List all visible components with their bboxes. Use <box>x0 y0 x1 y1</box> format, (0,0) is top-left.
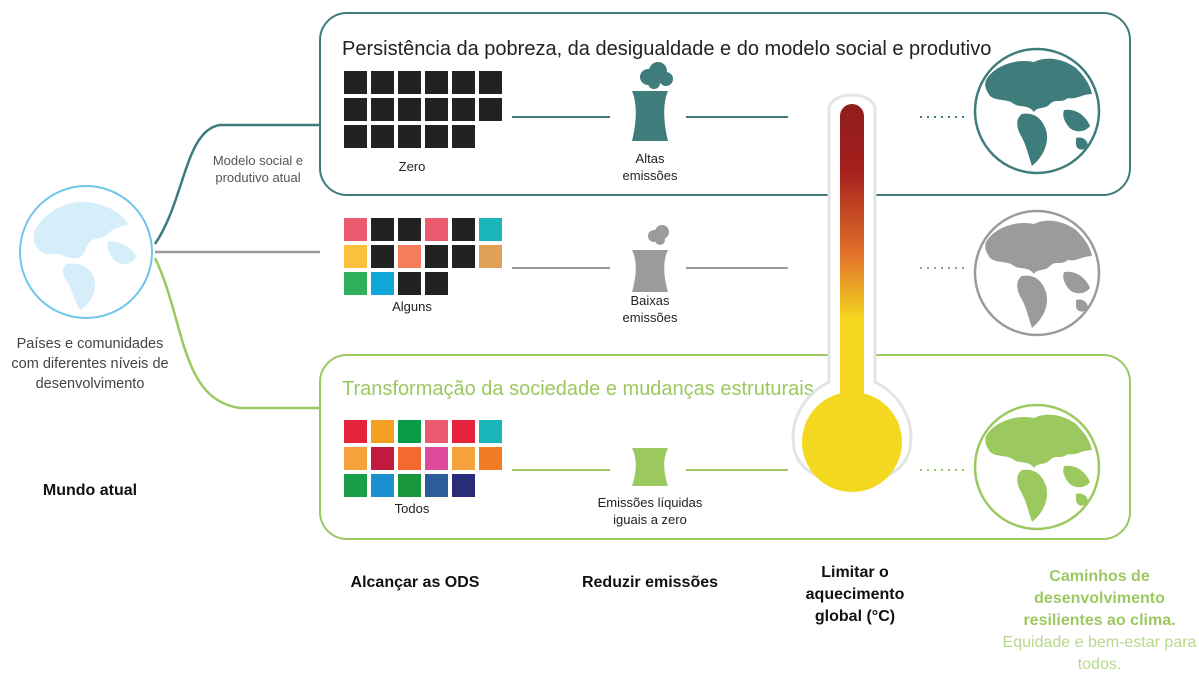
current-world-description: Países e comunidades com diferentes níve… <box>11 336 169 392</box>
sdg-tile <box>425 71 448 94</box>
sdg-tile <box>398 447 421 470</box>
sdg-tile <box>398 272 421 295</box>
sdg-tile <box>371 420 394 443</box>
sdg-tile <box>344 218 367 241</box>
sdg-tile <box>398 218 421 241</box>
sdg-label-all: Todos <box>394 501 430 516</box>
sdg-tile <box>398 98 421 121</box>
emission-label-low: Baixas emissões <box>622 293 678 325</box>
sdg-tile <box>425 272 448 295</box>
sdg-tile <box>344 474 367 497</box>
sdg-tile <box>452 447 475 470</box>
sdg-label-zero: Zero <box>398 159 426 174</box>
sdg-tile <box>479 447 502 470</box>
sdg-tile <box>371 71 394 94</box>
sdg-tile <box>398 125 421 148</box>
bottom-label-pathways-sub: Equidade e bem-estar para todos. <box>1002 634 1197 673</box>
sdg-tile <box>479 218 502 241</box>
sdg-tile <box>398 245 421 268</box>
sdg-tile <box>425 474 448 497</box>
sdg-tile <box>452 474 475 497</box>
sdg-tile <box>425 125 448 148</box>
sdg-label-some: Alguns <box>392 299 432 314</box>
globe-net-zero <box>973 403 1101 531</box>
sdg-tile <box>452 98 475 121</box>
sdg-tile <box>371 218 394 241</box>
sdg-tile <box>425 447 448 470</box>
factory-high-emissions-icon <box>632 62 673 141</box>
row-title-high: Persistência da pobreza, da desigualdade… <box>342 38 992 60</box>
row-title-netzero: Transformação da sociedade e mudanças es… <box>342 378 814 400</box>
sdg-tile <box>425 218 448 241</box>
bottom-label-warming: Limitar o aquecimento global (°C) <box>805 564 905 625</box>
bottom-label-pathways: Caminhos de desenvolvimento resilientes … <box>1023 568 1176 629</box>
sdg-tile <box>371 447 394 470</box>
current-world-globe <box>19 185 153 319</box>
globe-high-emissions <box>973 47 1101 175</box>
factory-low-emissions-icon <box>632 225 669 292</box>
emission-label-high: Altas emissões <box>622 151 678 183</box>
factory-net-zero-icon <box>632 448 668 486</box>
sdg-tile <box>452 218 475 241</box>
current-world-label: Mundo atual <box>42 482 138 499</box>
sdg-tile <box>479 245 502 268</box>
thermometer-icon <box>791 93 913 492</box>
sdg-tile <box>398 420 421 443</box>
sdg-tile <box>371 474 394 497</box>
sdg-tile <box>344 272 367 295</box>
sdg-tile <box>479 98 502 121</box>
sdg-tile <box>344 447 367 470</box>
emission-label-netzero: Emissões líquidas iguais a zero <box>597 495 703 527</box>
sdg-tile <box>452 71 475 94</box>
sdg-tile <box>344 71 367 94</box>
sdg-tile <box>452 125 475 148</box>
sdg-tile <box>398 474 421 497</box>
sdg-tile <box>479 71 502 94</box>
sdg-grid-all <box>344 420 502 497</box>
sdg-tile <box>344 420 367 443</box>
sdg-tile <box>371 125 394 148</box>
sdg-tile <box>425 98 448 121</box>
bottom-label-sdg: Alcançar as ODS <box>350 574 480 591</box>
sdg-tile <box>398 71 421 94</box>
sdg-tile <box>344 125 367 148</box>
sdg-tile <box>344 98 367 121</box>
branch-note: Modelo social e produtivo atual <box>212 153 304 185</box>
sdg-tile <box>344 245 367 268</box>
sdg-grid-some <box>344 218 502 295</box>
sdg-grid-zero <box>344 71 502 148</box>
bottom-label-emissions: Reduzir emissões <box>581 574 719 591</box>
sdg-tile <box>371 98 394 121</box>
sdg-tile <box>479 420 502 443</box>
sdg-tile <box>452 245 475 268</box>
sdg-tile <box>425 245 448 268</box>
sdg-tile <box>452 420 475 443</box>
sdg-tile <box>425 420 448 443</box>
globe-low-emissions <box>973 209 1101 337</box>
sdg-tile <box>371 245 394 268</box>
sdg-tile <box>371 272 394 295</box>
